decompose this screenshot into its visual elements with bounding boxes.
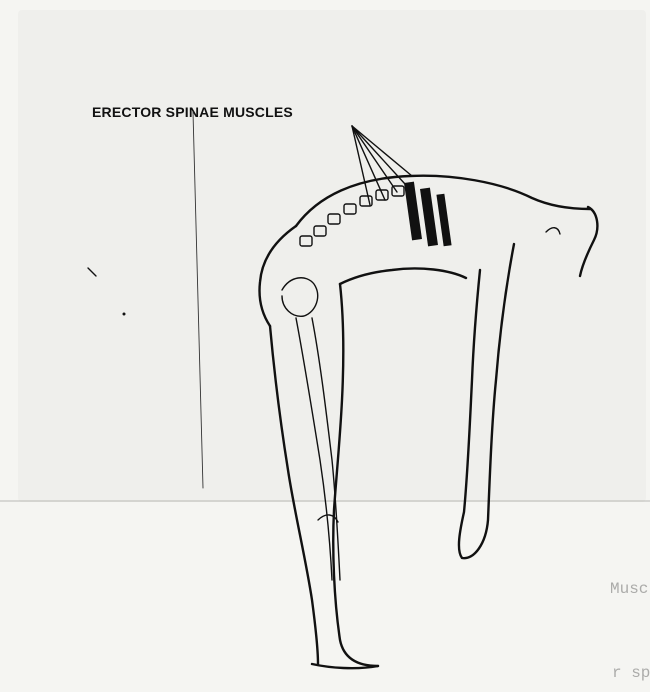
vertebrae-column xyxy=(300,186,404,246)
stray-mark xyxy=(88,268,96,276)
stray-dot xyxy=(123,313,126,316)
erector-spinae-muscles xyxy=(404,182,452,247)
leader-lines xyxy=(352,126,412,205)
vertical-guide-line xyxy=(193,112,203,488)
bent-figure-outline xyxy=(259,176,597,668)
